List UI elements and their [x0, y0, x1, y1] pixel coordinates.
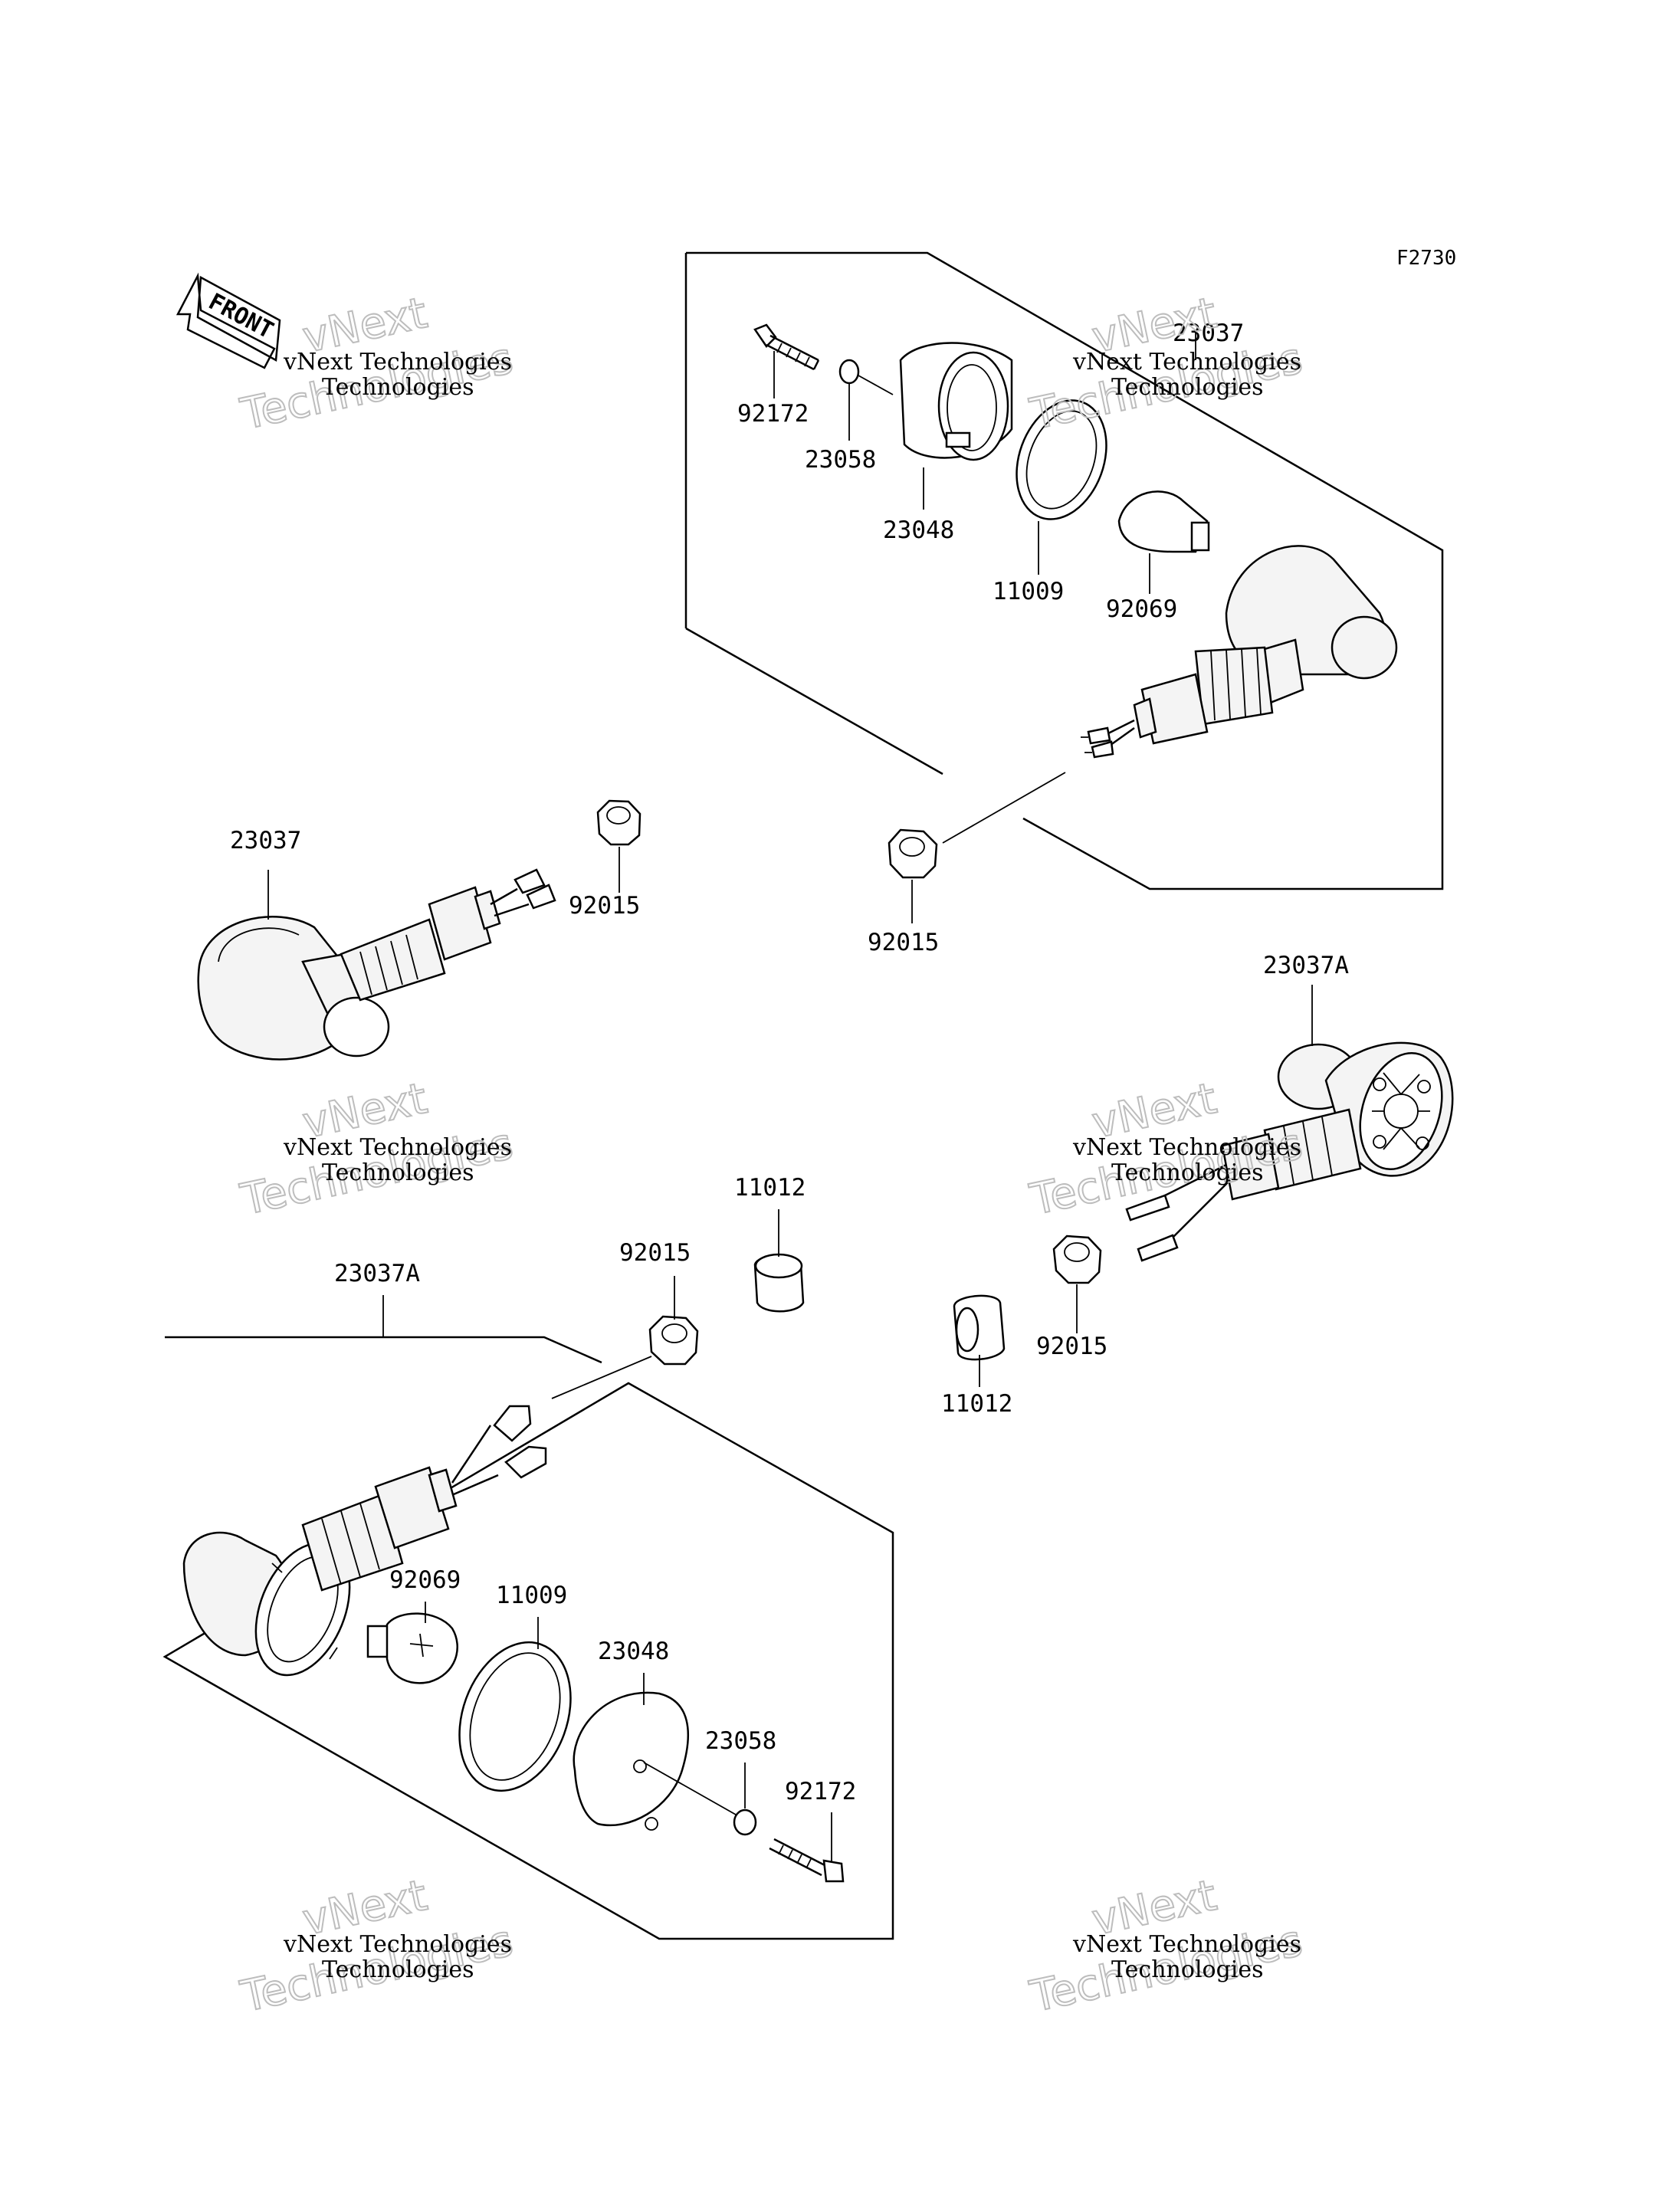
screw-92172-bottom: [769, 1838, 845, 1883]
svg-text:Technologies: Technologies: [322, 1159, 474, 1186]
label-bottom-92172: 92172: [785, 1778, 856, 1805]
screw-92172-top: [753, 323, 820, 371]
watermark-3: vNext Technologies vNext Technologies Te…: [235, 1073, 517, 1226]
nut-92015-left: [596, 799, 641, 846]
label-right-11012: 11012: [941, 1390, 1012, 1418]
svg-text:Technologies: Technologies: [1111, 1956, 1264, 1983]
label-mid-11012: 11012: [734, 1174, 806, 1202]
label-right-92015: 92015: [1036, 1333, 1107, 1360]
label-top-92015: 92015: [868, 929, 939, 956]
lens-23048-top: [899, 342, 1013, 461]
svg-text:vNext Technologies: vNext Technologies: [1072, 349, 1301, 375]
nut-92015-mid: [648, 1315, 699, 1366]
gasket-11009-bottom: [458, 1641, 572, 1792]
grommet-11012-mid: [753, 1253, 805, 1313]
turn-signal-23037-top: [1081, 545, 1398, 759]
label-bottom-23058: 23058: [705, 1727, 776, 1755]
grommet-11012-right: [953, 1294, 1006, 1361]
turn-signal-23037a-bottom: [182, 1405, 547, 1677]
svg-text:Technologies: Technologies: [322, 1956, 474, 1983]
label-top-92069: 92069: [1106, 595, 1177, 623]
svg-text:Technologies: Technologies: [1111, 1159, 1264, 1186]
svg-text:vNext Technologies: vNext Technologies: [283, 1134, 512, 1161]
svg-text:vNext Technologies: vNext Technologies: [1072, 1931, 1301, 1958]
bulb-92069-top: [1117, 490, 1210, 553]
label-top-11009: 11009: [993, 578, 1064, 605]
svg-text:Technologies: Technologies: [322, 374, 474, 401]
watermark-5: vNext Technologies vNext Technologies Te…: [235, 1870, 517, 2023]
watermark-6: vNext Technologies vNext Technologies Te…: [1025, 1870, 1307, 2023]
bulb-92069-bottom: [366, 1612, 458, 1684]
label-bottom-92069: 92069: [389, 1566, 461, 1594]
label-left-23037: 23037: [230, 827, 301, 854]
turn-signal-23037-left: [197, 868, 556, 1061]
figure-code: F2730: [1396, 247, 1456, 270]
front-arrow-icon: FRONT: [176, 272, 281, 369]
label-bottom-23037a: 23037A: [334, 1260, 420, 1287]
label-top-23037: 23037: [1173, 320, 1244, 347]
svg-text:vNext Technologies: vNext Technologies: [1072, 1134, 1301, 1161]
lens-23048-bottom: [573, 1691, 690, 1831]
nut-92015-right: [1052, 1235, 1102, 1284]
svg-text:Technologies: Technologies: [1111, 374, 1264, 401]
washer-23058-bottom: [733, 1808, 757, 1836]
label-left-92015: 92015: [569, 892, 640, 920]
svg-text:vNext Technologies: vNext Technologies: [283, 349, 512, 375]
washer-23058-top: [838, 359, 860, 385]
watermark-2: vNext Technologies vNext Technologies Te…: [1025, 287, 1307, 441]
gasket-11009-top: [1016, 399, 1107, 520]
label-top-23048: 23048: [883, 516, 954, 544]
turn-signal-23037a-right: [1125, 1041, 1454, 1262]
svg-text:vNext Technologies: vNext Technologies: [283, 1931, 512, 1958]
label-bottom-11009: 11009: [496, 1582, 567, 1609]
label-mid-92015: 92015: [619, 1239, 691, 1267]
watermark-1: vNext Technologies vNext Technologies Te…: [235, 287, 517, 441]
label-right-23037a: 23037A: [1263, 952, 1349, 979]
label-top-23058: 23058: [805, 446, 876, 474]
label-top-92172: 92172: [737, 400, 809, 428]
nut-92015-top: [888, 828, 938, 879]
label-bottom-23048: 23048: [598, 1638, 669, 1665]
